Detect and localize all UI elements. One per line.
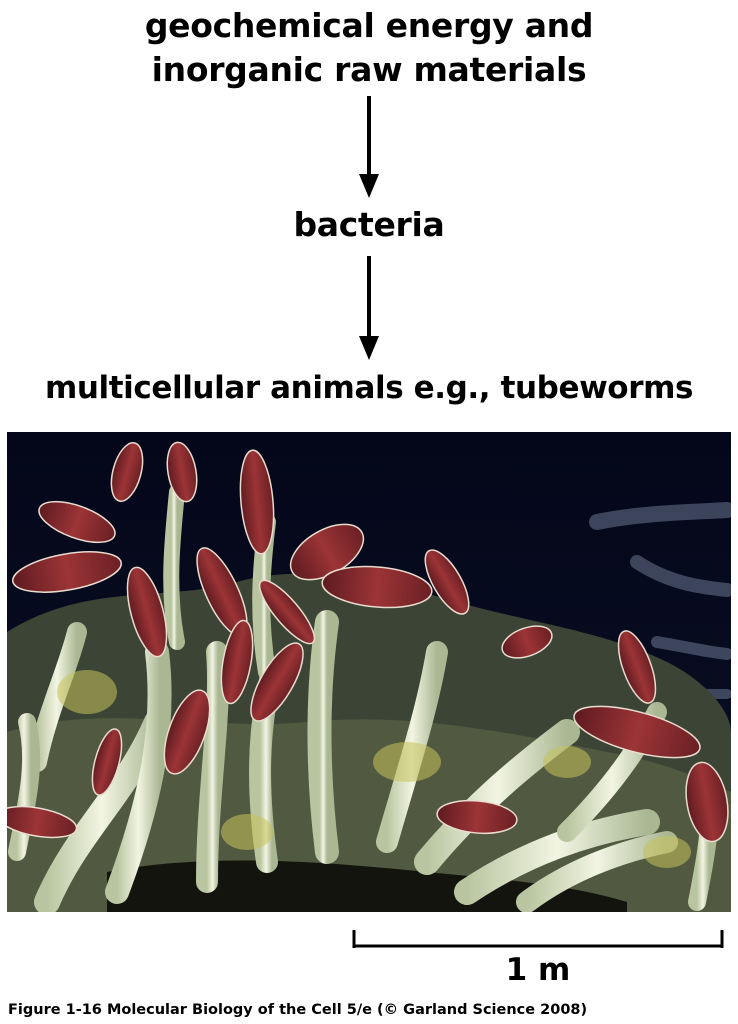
- down-arrow-icon: [359, 256, 379, 360]
- bacteria-label: bacteria: [293, 205, 445, 244]
- scale-label: 1 m: [505, 952, 571, 988]
- tubeworm-photo: [7, 432, 731, 912]
- source-label-line-2: inorganic raw materials: [151, 50, 587, 89]
- down-arrow-icon: [359, 96, 379, 198]
- animals-label: multicellular animals e.g., tubeworms: [44, 370, 694, 406]
- source-label-line-1: geochemical energy and: [144, 6, 594, 45]
- figure-caption: Figure 1-16 Molecular Biology of the Cel…: [8, 1002, 588, 1018]
- scale-bar: [352, 930, 724, 948]
